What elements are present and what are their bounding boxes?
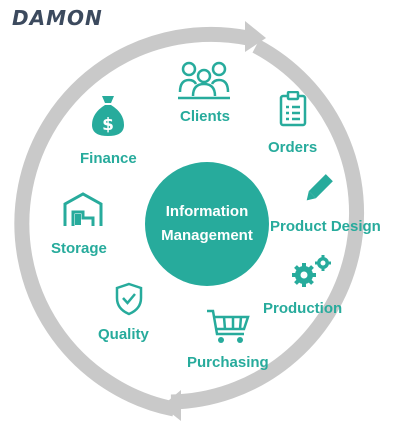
- product-design-label: Product Design: [270, 218, 381, 235]
- finance-label: Finance: [80, 150, 137, 167]
- purchasing-label: Purchasing: [187, 354, 269, 371]
- pencil-icon: [306, 174, 333, 201]
- center-title-line2: Management: [161, 227, 253, 244]
- information-management-hub: Information Management: [145, 162, 269, 286]
- cart-icon: [207, 309, 250, 343]
- clipboard-icon: [279, 91, 307, 127]
- svg-text:$: $: [102, 115, 114, 135]
- warehouse-icon: [63, 192, 103, 226]
- arrowhead-bottom: [162, 390, 181, 421]
- arrowhead-top: [245, 21, 266, 52]
- clients-label: Clients: [180, 108, 231, 125]
- storage-label: Storage: [51, 240, 107, 257]
- damon-logo: DAMON: [12, 6, 103, 30]
- center-title-line1: Information: [165, 203, 249, 220]
- gears-icon: [292, 255, 331, 287]
- people-icon: [178, 61, 230, 100]
- orders-label: Orders: [268, 139, 318, 156]
- shield-check-icon: [115, 282, 143, 316]
- production-label: Production: [263, 300, 343, 317]
- money-bag-icon: $: [92, 96, 124, 136]
- quality-label: Quality: [98, 326, 149, 343]
